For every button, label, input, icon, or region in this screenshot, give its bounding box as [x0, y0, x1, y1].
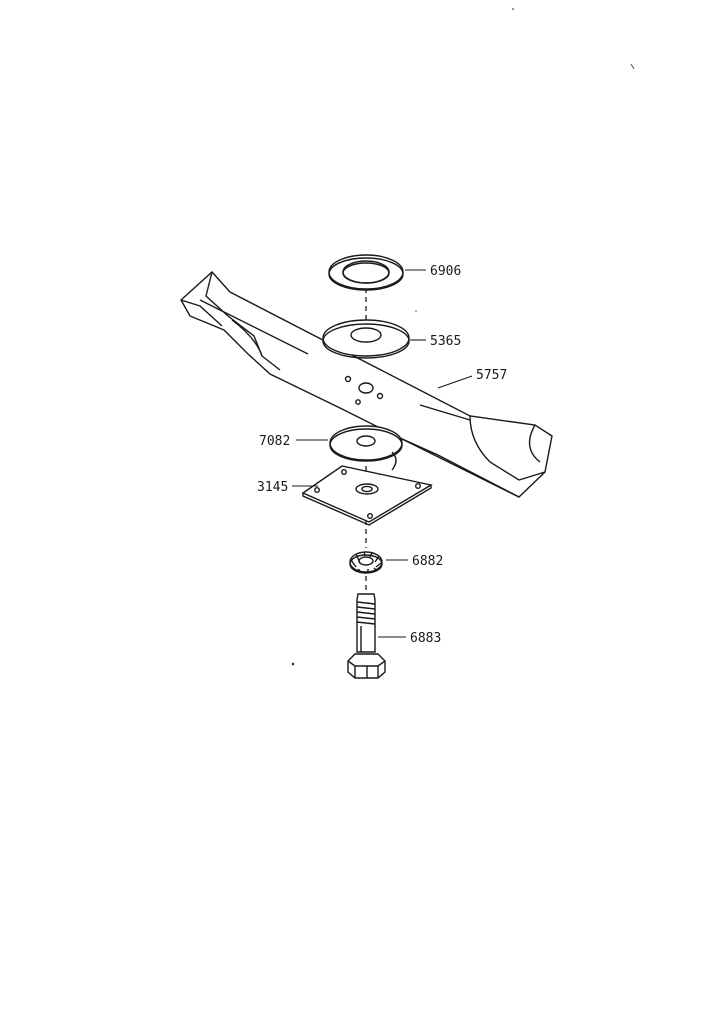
callout-6883: 6883 — [378, 631, 441, 646]
part-number-label: 7082 — [259, 434, 290, 449]
part-number-label: 3145 — [257, 480, 288, 495]
part-number-label: 6883 — [410, 631, 441, 646]
mount-plate-part — [301, 465, 433, 526]
part-number-label: 5365 — [430, 334, 461, 349]
scan-specks — [291, 8, 635, 666]
callout-3145: 3145 — [257, 480, 318, 495]
washer-lower-part — [329, 425, 403, 471]
part-number-label: 6906 — [430, 264, 461, 279]
callout-5757: 5757 — [437, 368, 507, 389]
washer-top-part — [328, 254, 404, 291]
callout-6906: 6906 — [405, 264, 461, 279]
callout-5365: 5365 — [410, 334, 461, 349]
blade-part — [180, 271, 553, 498]
part-number-label: 6882 — [412, 554, 443, 569]
callout-6882: 6882 — [386, 554, 443, 569]
washer-large-part — [322, 319, 410, 359]
part-number-label: 5757 — [476, 368, 507, 383]
callout-7082: 7082 — [259, 434, 328, 449]
lock-washer-part — [349, 551, 383, 574]
bolt-part — [347, 593, 386, 679]
